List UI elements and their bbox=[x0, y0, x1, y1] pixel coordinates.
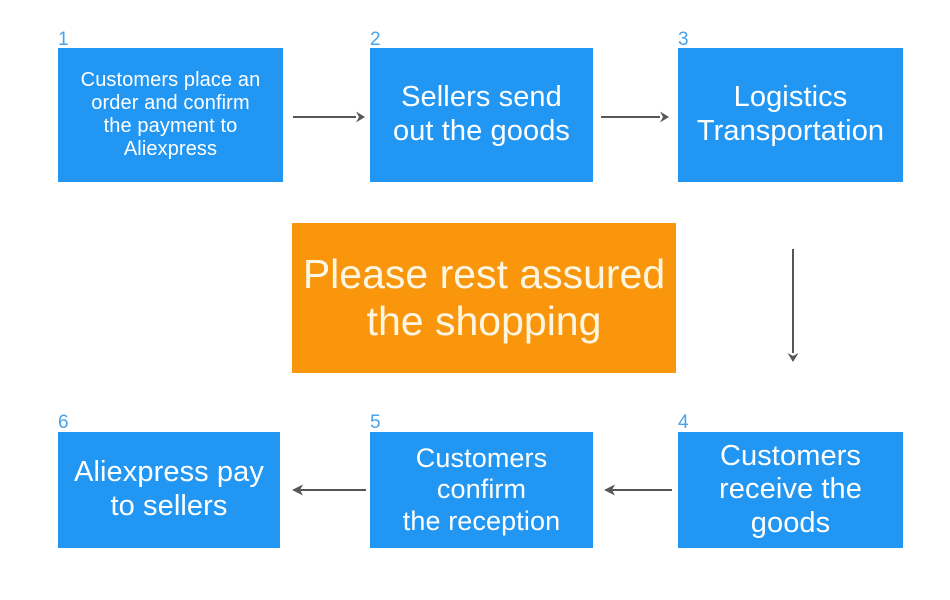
step-label-3: Logistics Transportation bbox=[696, 81, 885, 147]
arrow-step2-to-step3 bbox=[601, 110, 669, 124]
step-badge-6: 6 bbox=[58, 412, 69, 433]
step-label-1: Customers place an order and confirm the… bbox=[80, 68, 261, 161]
highlight-label: Please rest assured the shopping bbox=[302, 250, 666, 344]
step-box-3[interactable]: Logistics Transportation bbox=[678, 48, 903, 182]
arrow-step5-to-step6 bbox=[288, 483, 366, 497]
highlight-banner: Please rest assured the shopping bbox=[292, 223, 676, 373]
step-badge-2: 2 bbox=[370, 29, 381, 50]
step-box-4[interactable]: Customers receive the goods bbox=[678, 432, 903, 548]
step-box-6[interactable]: Aliexpress pay to sellers bbox=[58, 432, 280, 548]
step-badge-5: 5 bbox=[370, 412, 381, 433]
step-badge-3: 3 bbox=[678, 29, 689, 50]
step-box-5[interactable]: Customers confirm the reception bbox=[370, 432, 593, 548]
step-label-4: Customers receive the goods bbox=[719, 439, 862, 539]
arrow-step4-to-step5 bbox=[600, 483, 672, 497]
step-label-6: Aliexpress pay to sellers bbox=[74, 456, 264, 522]
arrow-step3-to-step4 bbox=[785, 249, 801, 362]
step-badge-1: 1 bbox=[58, 29, 69, 50]
step-badge-4: 4 bbox=[678, 412, 689, 433]
step-box-1[interactable]: Customers place an order and confirm the… bbox=[58, 48, 283, 182]
step-label-2: Sellers send out the goods bbox=[392, 81, 571, 147]
arrow-step1-to-step2 bbox=[293, 110, 365, 124]
step-label-5: Customers confirm the reception bbox=[402, 443, 561, 536]
step-box-2[interactable]: Sellers send out the goods bbox=[370, 48, 593, 182]
